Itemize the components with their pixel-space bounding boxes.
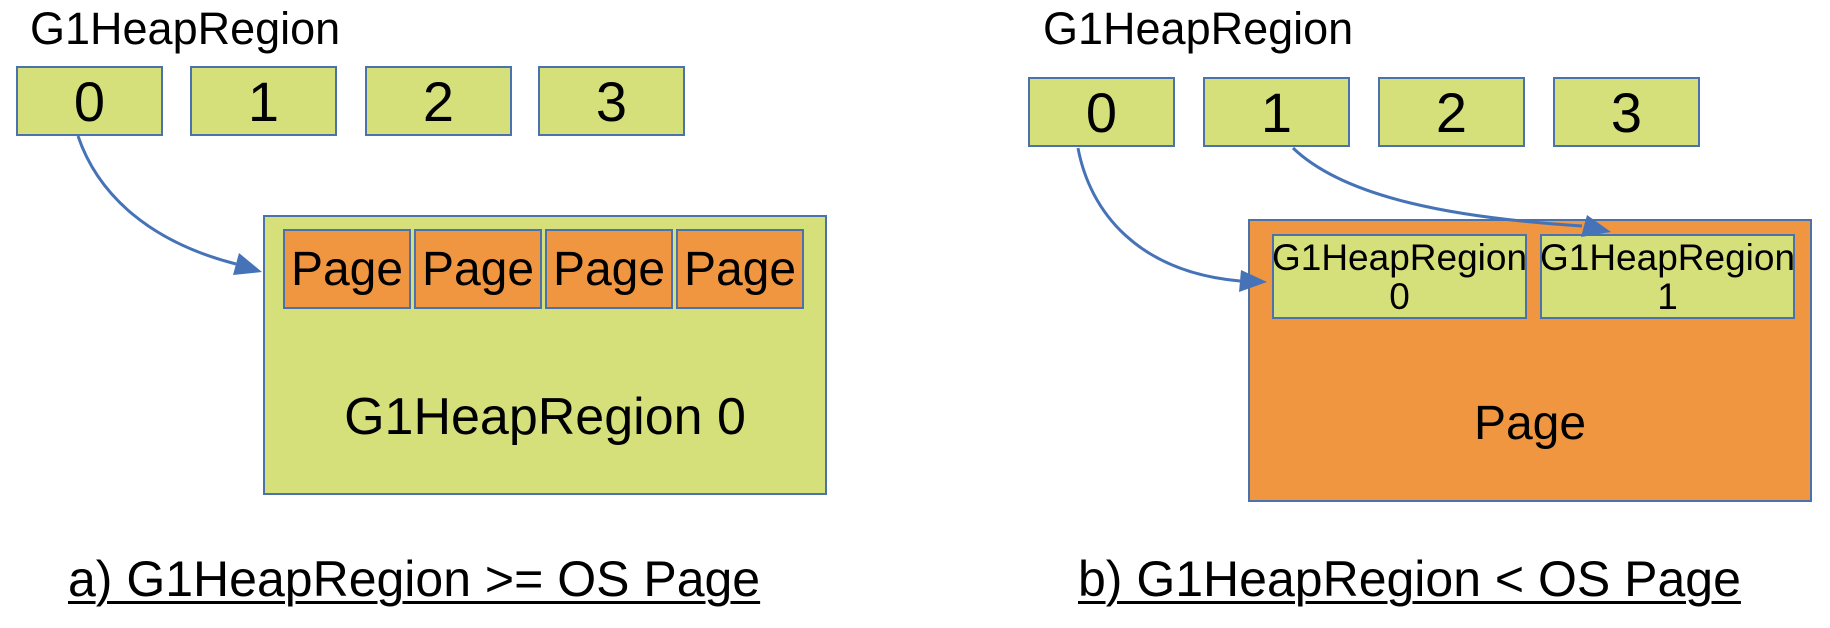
panel-b-inner-region-0: G1HeapRegion 0 xyxy=(1272,234,1527,319)
panel-a-title: G1HeapRegion xyxy=(30,3,341,54)
panel-b-caption: b) G1HeapRegion < OS Page xyxy=(1078,551,1741,607)
panel-b-os-page-container: G1HeapRegion 0 G1HeapRegion 1 Page xyxy=(1248,219,1812,502)
panel-a-page-cell-3: Page xyxy=(676,229,804,309)
panel-b-region-box-1: 1 xyxy=(1203,77,1350,147)
panel-b-inner-region-1-name: G1HeapRegion xyxy=(1539,236,1796,278)
panel-b-inner-region-0-index: 0 xyxy=(1389,275,1410,317)
arrow-curve-a-region0-to-container xyxy=(76,135,237,266)
panel-a-page-cell-1: Page xyxy=(414,229,542,309)
panel-a-page-cell-2: Page xyxy=(545,229,673,309)
panel-b-inner-region-1-index: 1 xyxy=(1657,275,1678,317)
panel-b-title: G1HeapRegion xyxy=(1043,3,1354,54)
panel-a-region-box-1: 1 xyxy=(190,66,337,136)
panel-b-region-box-3: 3 xyxy=(1553,77,1700,147)
panel-a-region-box-3: 3 xyxy=(538,66,685,136)
arrowhead-a-region0-to-container-icon xyxy=(233,253,262,275)
panel-b-inner-region-0-name: G1HeapRegion xyxy=(1271,236,1528,278)
arrow-curve-b-region0-to-inner0 xyxy=(1076,147,1241,283)
panel-a-heap-region-container: Page Page Page Page G1HeapRegion 0 xyxy=(263,215,827,495)
panel-b-region-box-2: 2 xyxy=(1378,77,1525,147)
panel-a-caption: a) G1HeapRegion >= OS Page xyxy=(68,551,761,607)
panel-a-page-cell-0: Page xyxy=(283,229,411,309)
panel-b-container-label: Page xyxy=(1473,397,1587,450)
panel-b-region-box-0: 0 xyxy=(1028,77,1175,147)
panel-b-inner-region-1: G1HeapRegion 1 xyxy=(1540,234,1795,319)
panel-a-container-label: G1HeapRegion 0 xyxy=(344,388,746,446)
panel-a-region-box-2: 2 xyxy=(365,66,512,136)
arrow-curve-b-region1-to-inner1 xyxy=(1291,146,1583,228)
panel-a-region-box-0: 0 xyxy=(16,66,163,136)
